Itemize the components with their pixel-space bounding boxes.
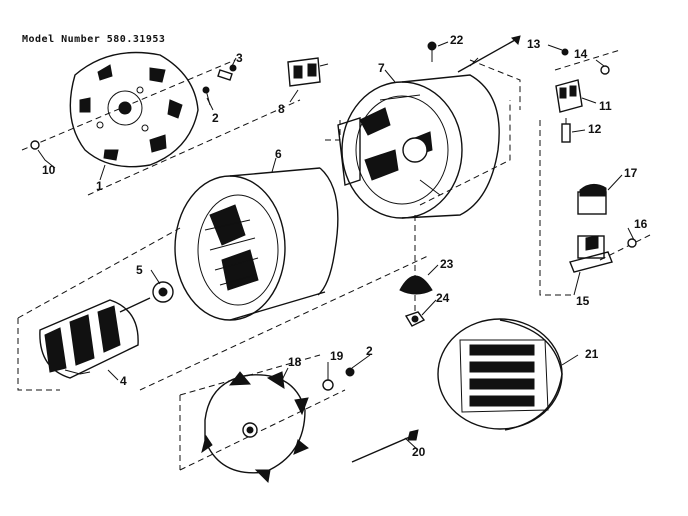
callout-13: 13 bbox=[527, 37, 541, 51]
callout-19: 19 bbox=[330, 349, 344, 363]
screw-part-16 bbox=[627, 238, 637, 248]
callout-3: 3 bbox=[236, 51, 243, 65]
end-cover-part-21 bbox=[437, 318, 563, 431]
screw-part-3 bbox=[217, 64, 237, 81]
callout-16: 16 bbox=[634, 217, 648, 231]
screw-part-13 bbox=[561, 48, 569, 56]
callout-6: 6 bbox=[275, 147, 282, 161]
leader-lines bbox=[99, 41, 635, 451]
capacitor-bracket-part-15 bbox=[569, 235, 613, 273]
callout-18: 18 bbox=[288, 355, 302, 369]
callout-5: 5 bbox=[136, 263, 143, 277]
nut-part-14 bbox=[600, 65, 610, 75]
callout-8-upper: 8 bbox=[278, 102, 285, 116]
stator-housing-part-6 bbox=[174, 167, 339, 321]
nut-part-24 bbox=[404, 311, 426, 327]
callout-2-upper: 2 bbox=[212, 111, 219, 125]
screw-part-10 bbox=[30, 140, 56, 169]
callout-1: 1 bbox=[96, 179, 103, 193]
fan-part-18 bbox=[201, 371, 309, 484]
callout-20: 20 bbox=[412, 445, 426, 459]
callout-7: 7 bbox=[378, 61, 385, 75]
rotor-part-4 bbox=[39, 297, 151, 379]
end-bell-part-1 bbox=[69, 51, 199, 168]
callout-4: 4 bbox=[120, 374, 127, 388]
bearing-part-5 bbox=[152, 281, 174, 303]
callout-23: 23 bbox=[440, 257, 454, 271]
washer-part-19 bbox=[322, 379, 334, 391]
callout-12: 12 bbox=[588, 122, 602, 136]
callout-15: 15 bbox=[576, 294, 590, 308]
callout-17: 17 bbox=[624, 166, 638, 180]
callout-21: 21 bbox=[585, 347, 599, 361]
cone-part-23 bbox=[399, 275, 433, 295]
callout-14: 14 bbox=[574, 47, 588, 61]
callout-11: 11 bbox=[599, 99, 612, 113]
rod-part-9 bbox=[457, 35, 521, 73]
assembly-guide-lines bbox=[17, 49, 651, 471]
fuse-part-12 bbox=[561, 118, 571, 143]
bolt-part-20 bbox=[351, 429, 419, 463]
callout-24: 24 bbox=[436, 291, 450, 305]
callout-22: 22 bbox=[450, 33, 464, 47]
callout-10: 10 bbox=[42, 163, 56, 177]
model-number-label: Model Number 580.31953 bbox=[22, 34, 166, 45]
motor-frame-part-7 bbox=[337, 74, 500, 219]
callout-2-lower: 2 bbox=[366, 344, 373, 358]
callout-labels: 10 1 2 3 8 7 22 13 14 11 12 6 17 16 15 2… bbox=[42, 33, 648, 459]
switch-block-part-11 bbox=[555, 79, 583, 113]
screw-part-2-lower bbox=[345, 367, 355, 377]
switch-part-8 bbox=[287, 57, 329, 87]
capacitor-part-17 bbox=[577, 184, 607, 215]
screw-part-22 bbox=[427, 41, 437, 62]
